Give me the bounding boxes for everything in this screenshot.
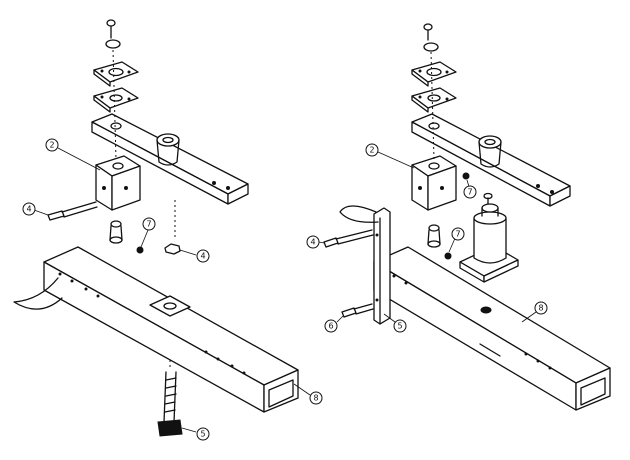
callout-right-washer-top: 7 <box>463 185 477 199</box>
right-bolt-lower <box>341 303 374 318</box>
svg-text:2: 2 <box>369 146 374 155</box>
right-beam <box>373 246 611 411</box>
callout-left-washer: 7 <box>142 217 156 231</box>
right-top-screw <box>423 23 439 52</box>
callout-right-washer-mid: 7 <box>451 227 465 241</box>
right-top-plate <box>411 61 457 87</box>
left-jack-bolt <box>157 371 183 437</box>
svg-text:4: 4 <box>200 252 205 261</box>
svg-text:7: 7 <box>467 188 472 197</box>
svg-text:6: 6 <box>328 322 333 331</box>
right-washer-mid <box>444 252 452 260</box>
left-bushing <box>109 220 123 244</box>
left-sweep-arc <box>13 277 63 310</box>
callout-left-nut: 4 <box>196 249 210 263</box>
svg-text:8: 8 <box>313 394 318 403</box>
svg-text:5: 5 <box>397 322 402 331</box>
callout-right-bracket: 2 <box>365 143 379 157</box>
callout-right-bolt-top: 4 <box>306 235 320 249</box>
callout-left-beam: 8 <box>309 391 323 405</box>
right-vertical-plate <box>373 207 391 325</box>
svg-text:4: 4 <box>26 205 31 214</box>
callout-right-bolt-low: 6 <box>324 319 338 333</box>
svg-text:7: 7 <box>455 230 460 239</box>
left-nut <box>164 243 181 255</box>
svg-text:2: 2 <box>49 141 54 150</box>
callout-right-plate: 5 <box>393 319 407 333</box>
left-top-plate <box>93 61 139 87</box>
left-u-bracket <box>95 155 141 211</box>
right-u-bracket <box>411 155 457 211</box>
left-beam <box>43 246 299 413</box>
left-side-bolt <box>47 201 98 221</box>
right-sweep-arc <box>339 205 379 223</box>
right-assembly: 2 7 4 7 6 5 8 <box>306 23 611 411</box>
right-mid-plate <box>411 87 457 113</box>
svg-text:7: 7 <box>146 220 151 229</box>
right-bushing <box>427 224 441 248</box>
left-crossbar <box>91 113 249 205</box>
right-washer-top <box>462 172 470 180</box>
right-jack <box>459 192 519 283</box>
svg-text:4: 4 <box>310 238 315 247</box>
callout-left-bracket: 2 <box>45 138 59 152</box>
right-bolt-upper <box>323 229 374 248</box>
svg-text:5: 5 <box>200 430 205 439</box>
left-top-screw <box>105 19 121 49</box>
left-washer <box>136 246 144 254</box>
callout-left-bolt: 4 <box>22 202 36 216</box>
left-mid-plate <box>93 87 139 113</box>
svg-text:8: 8 <box>538 304 543 313</box>
callout-right-beam: 8 <box>534 301 548 315</box>
left-assembly: 2 4 7 4 8 5 <box>13 19 323 441</box>
right-crossbar <box>411 113 571 207</box>
callout-left-jack-bolt: 5 <box>196 427 210 441</box>
